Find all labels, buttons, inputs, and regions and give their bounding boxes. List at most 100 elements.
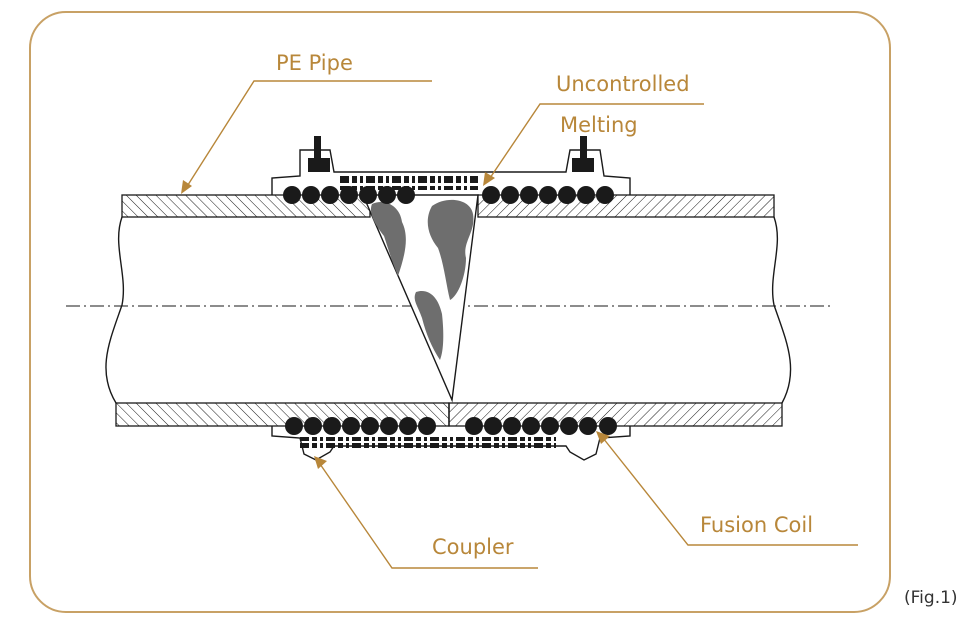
- pipe-wall-bottom-left: [115, 402, 450, 427]
- coil-wire-dash: [520, 443, 525, 448]
- coil-wire-dash: [508, 437, 517, 441]
- coil-wire-dash: [416, 443, 421, 448]
- leader-line: [185, 80, 432, 189]
- coil-wire-dash: [372, 443, 375, 448]
- coil-wire-dash: [352, 443, 361, 448]
- coil-wire-dash: [528, 443, 531, 448]
- melt-blob-2: [427, 199, 474, 300]
- terminal-block-left: [308, 158, 330, 172]
- coil-wire-dash: [528, 437, 531, 441]
- coil-wire-dash: [438, 176, 441, 183]
- leader-line: [602, 437, 858, 546]
- coil-wire-dash: [418, 186, 427, 190]
- coil-wire-dash: [482, 443, 491, 448]
- coil-wire-dash: [424, 437, 427, 441]
- coil-wire-dash: [502, 443, 505, 448]
- coil-wire-dash: [464, 176, 467, 183]
- coil-wire-dot: [558, 186, 576, 204]
- coil-wire-dot: [599, 417, 617, 435]
- coil-wire-dash: [392, 176, 401, 183]
- coil-wire-dot: [359, 186, 377, 204]
- coil-wire-dash: [494, 443, 499, 448]
- coil-wire-dash: [456, 443, 465, 448]
- coil-wire-dot: [302, 186, 320, 204]
- coil-wire-dash: [418, 176, 427, 183]
- coil-wire-dot: [579, 417, 597, 435]
- coil-wire-dash: [430, 437, 439, 441]
- coil-wire-dot: [361, 417, 379, 435]
- melt-wedge: [361, 194, 479, 403]
- coil-wire-dash: [444, 176, 453, 183]
- coil-wire-dash: [502, 437, 505, 441]
- coil-wire-dash: [416, 437, 421, 441]
- coil-wire-dot: [577, 186, 595, 204]
- coil-wire-dot: [399, 417, 417, 435]
- coil-wire-dash: [534, 443, 543, 448]
- terminal-pin-icon: [314, 136, 321, 158]
- coil-wire-dash: [326, 437, 335, 441]
- coil-wire-dot: [323, 417, 341, 435]
- pipe-break-right: [771, 216, 792, 404]
- coil-wire-dash: [312, 437, 317, 441]
- coil-wire-dot: [378, 186, 396, 204]
- coupler-top: [271, 136, 631, 204]
- figure-frame: [29, 11, 891, 613]
- coil-wire-dash: [392, 186, 401, 190]
- arrowhead-icon: [596, 431, 610, 444]
- coil-wire-dot: [340, 186, 358, 204]
- coil-wire-dash: [338, 437, 343, 441]
- arrowhead-icon: [181, 180, 192, 194]
- coil-wire-dash: [424, 443, 427, 448]
- coil-wire-dash: [300, 443, 309, 448]
- coil-wire-dash: [364, 443, 369, 448]
- coil-wire-dash: [352, 437, 361, 441]
- coil-wire-dashes-bottom: [300, 437, 556, 448]
- coil-wire-dash: [546, 443, 551, 448]
- label-uncontrolled: Uncontrolled: [556, 72, 690, 96]
- coil-wire-dash: [554, 437, 556, 441]
- coil-wire-dash: [340, 176, 349, 183]
- coil-wire-dot: [465, 417, 483, 435]
- melt-blob-1: [370, 202, 406, 276]
- coil-wire-dash: [442, 443, 447, 448]
- coil-wire-dash: [378, 176, 383, 183]
- pipe-break-left: [105, 216, 125, 404]
- coil-wire-dot: [596, 186, 614, 204]
- coil-wire-dash: [468, 443, 473, 448]
- coil-wire-dash: [508, 443, 517, 448]
- coil-wire-dash: [444, 186, 453, 190]
- leader-uncontrolled-melting: [483, 103, 704, 186]
- melt-blob-3: [414, 290, 444, 360]
- coil-wire-dash: [412, 176, 415, 183]
- coil-wire-dot: [283, 186, 301, 204]
- coil-wire-dash: [386, 176, 389, 183]
- leader-line: [319, 463, 538, 569]
- leader-coupler: [314, 456, 538, 569]
- coil-wire-dash: [494, 437, 499, 441]
- label-fusion-coil: Fusion Coil: [700, 513, 813, 537]
- coil-wire-dot: [285, 417, 303, 435]
- coil-wire-dash: [338, 443, 343, 448]
- coil-wire-dot: [522, 417, 540, 435]
- coil-wire-dash: [346, 443, 349, 448]
- coil-wire-dash: [404, 437, 413, 441]
- coil-wire-dot: [321, 186, 339, 204]
- coil-wire-dash: [378, 437, 387, 441]
- coil-wire-dot: [541, 417, 559, 435]
- coil-wire-dash: [430, 186, 435, 190]
- coil-wire-dash: [326, 443, 335, 448]
- coil-wire-dot: [560, 417, 578, 435]
- coil-wire-dash: [476, 437, 479, 441]
- coil-wire-dash: [468, 437, 473, 441]
- fusion-coil-top: [283, 186, 614, 204]
- coil-wire-dash: [546, 437, 551, 441]
- leader-line: [489, 103, 704, 179]
- coil-wire-dash: [476, 443, 479, 448]
- figure-caption: (Fig.1): [904, 588, 958, 608]
- coil-wire-dot: [304, 417, 322, 435]
- coil-wire-dash: [470, 186, 478, 190]
- coil-wire-dash: [534, 437, 543, 441]
- coil-wire-dash: [456, 186, 461, 190]
- coil-wire-dash: [378, 186, 383, 190]
